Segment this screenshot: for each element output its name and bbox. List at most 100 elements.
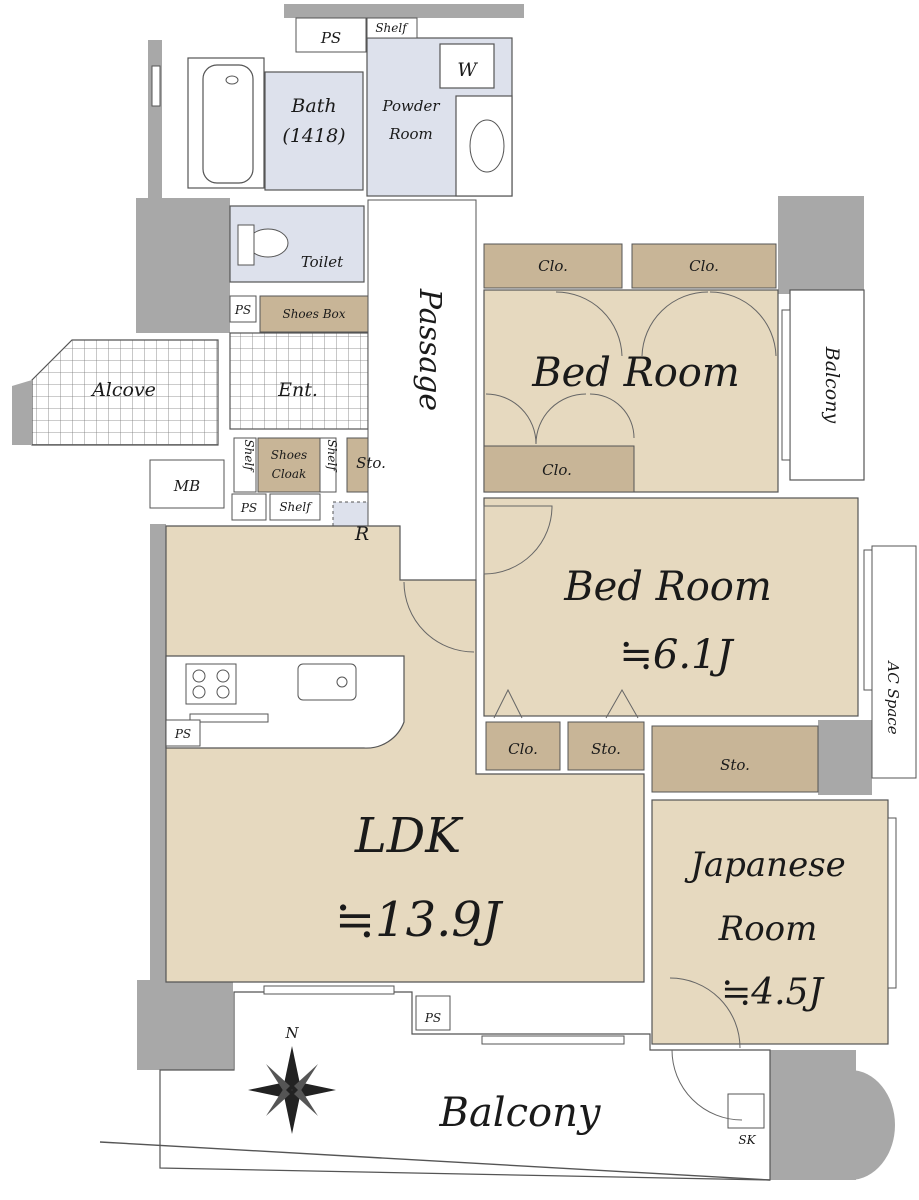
wall-right-bedroom — [778, 196, 864, 294]
ldk-room — [165, 525, 645, 983]
alcove-area — [31, 339, 219, 446]
toilet-label: Toilet — [301, 253, 344, 271]
sink-bowl-icon — [469, 119, 505, 173]
walls — [136, 4, 895, 1180]
balcony-side-label: Balcony — [821, 346, 843, 424]
north-compass-icon — [248, 1046, 336, 1134]
shoes-cloak-label-2: Cloak — [272, 467, 307, 481]
wall-balcony-column-left — [137, 980, 233, 1070]
balcony-rail — [99, 1141, 771, 1181]
closet-2 — [631, 243, 777, 289]
ldk-door-arc — [403, 581, 475, 653]
shelf-top-label: Shelf — [375, 21, 409, 35]
closet-4 — [485, 721, 561, 771]
refrigerator-label: R — [354, 523, 369, 545]
shelf-right-label: Shelf — [325, 439, 339, 473]
ps-kitchen-label: PS — [174, 727, 191, 741]
ldk-size: ≒13.9J — [335, 892, 504, 948]
storage-3-label: Sto. — [720, 756, 750, 774]
shelf-lower-label: Shelf — [279, 500, 313, 514]
counter-shelf — [189, 713, 269, 723]
alcove-wall — [12, 380, 32, 445]
entrance-label: Ent. — [277, 379, 318, 401]
closet-1 — [483, 243, 623, 289]
ac-space-label: AC Space — [884, 659, 902, 734]
shelf-left-box — [233, 437, 257, 493]
wall-balcony-column-right — [770, 1050, 856, 1180]
north-label: N — [284, 1024, 299, 1042]
bath-tub — [202, 64, 254, 184]
burners-icon — [192, 669, 230, 699]
japanese-label-1: Japanese — [684, 845, 846, 885]
japanese-door-arc — [669, 977, 741, 1049]
bedroom-2-label: Bed Room — [563, 564, 772, 610]
wall-ac-column — [818, 720, 872, 795]
balcony-side — [789, 289, 865, 481]
shelf-lower-box — [269, 493, 321, 521]
ps-lower-box — [231, 493, 267, 521]
ps-lower-label: PS — [240, 501, 257, 515]
wall-left-bath — [148, 40, 162, 200]
ps-balcony-box — [415, 995, 451, 1031]
stove-icon — [185, 663, 237, 705]
wall-left-upper — [136, 198, 230, 333]
japanese-label-2: Room — [718, 909, 818, 949]
storage-2-label: Sto. — [591, 740, 621, 758]
ps-entrance-label: PS — [234, 303, 251, 317]
faucet-icon — [336, 676, 348, 688]
shelf-right-box — [319, 437, 337, 493]
wall-top-block — [284, 4, 524, 18]
mb-label: MB — [173, 477, 200, 495]
storage-3 — [651, 725, 819, 793]
bedroom2-door-arc — [483, 505, 553, 575]
storage-2 — [567, 721, 645, 771]
ldk-label: LDK — [354, 808, 464, 864]
vanity-counter — [455, 95, 513, 197]
closet-2-label: Clo. — [689, 257, 719, 275]
passage-floor — [367, 199, 477, 581]
wall-left-ldk — [150, 524, 166, 984]
ps-balcony-label: PS — [424, 1011, 441, 1025]
ps-entrance-box — [229, 295, 257, 323]
ac-space — [871, 545, 917, 779]
japanese-room — [651, 799, 889, 1045]
storage2-door — [605, 688, 639, 719]
washer-label: W — [457, 59, 478, 81]
balcony-door-arc — [671, 1049, 743, 1121]
balcony-main-label: Balcony — [439, 1090, 602, 1136]
ps-top-box — [295, 17, 367, 53]
shoes-cloak — [257, 437, 321, 493]
shoes-box — [259, 295, 369, 333]
closet-3 — [483, 445, 635, 493]
bath-drain-icon — [225, 75, 239, 85]
bath-room — [264, 71, 364, 191]
shelf-left-label: Shelf — [242, 439, 256, 473]
bedroom-1-label: Bed Room — [531, 350, 740, 396]
windows — [151, 65, 897, 1045]
bath-label: Bath — [290, 95, 336, 117]
bath-size-label: (1418) — [282, 125, 345, 147]
japanese-size: ≒4.5J — [721, 972, 825, 1013]
ps-kitchen-box — [165, 719, 201, 747]
powder-label-2: Room — [388, 125, 433, 143]
wall-balcony-round — [850, 1070, 895, 1180]
closet-3-label: Clo. — [542, 461, 572, 479]
washer-box — [439, 43, 495, 89]
shoes-box-label: Shoes Box — [282, 307, 345, 321]
kitchen-sink-icon — [297, 663, 357, 701]
sink-box — [727, 1093, 765, 1129]
alcove-label: Alcove — [90, 379, 156, 401]
passage-label: Passage — [412, 288, 447, 411]
shoes-cloak-label-1: Shoes — [271, 448, 307, 462]
closet-4-label: Clo. — [508, 740, 538, 758]
storage-entrance-label: Sto. — [356, 454, 386, 472]
sink-label: SK — [738, 1133, 756, 1147]
bedroom-2-size: ≒6.1J — [619, 632, 734, 678]
ps-top-label: PS — [320, 29, 341, 47]
shelf-top-box — [366, 17, 418, 39]
toilet-tank-icon — [237, 224, 255, 266]
powder-label-1: Powder — [381, 97, 440, 115]
closet-1-label: Clo. — [538, 257, 568, 275]
entrance-floor — [229, 332, 369, 430]
